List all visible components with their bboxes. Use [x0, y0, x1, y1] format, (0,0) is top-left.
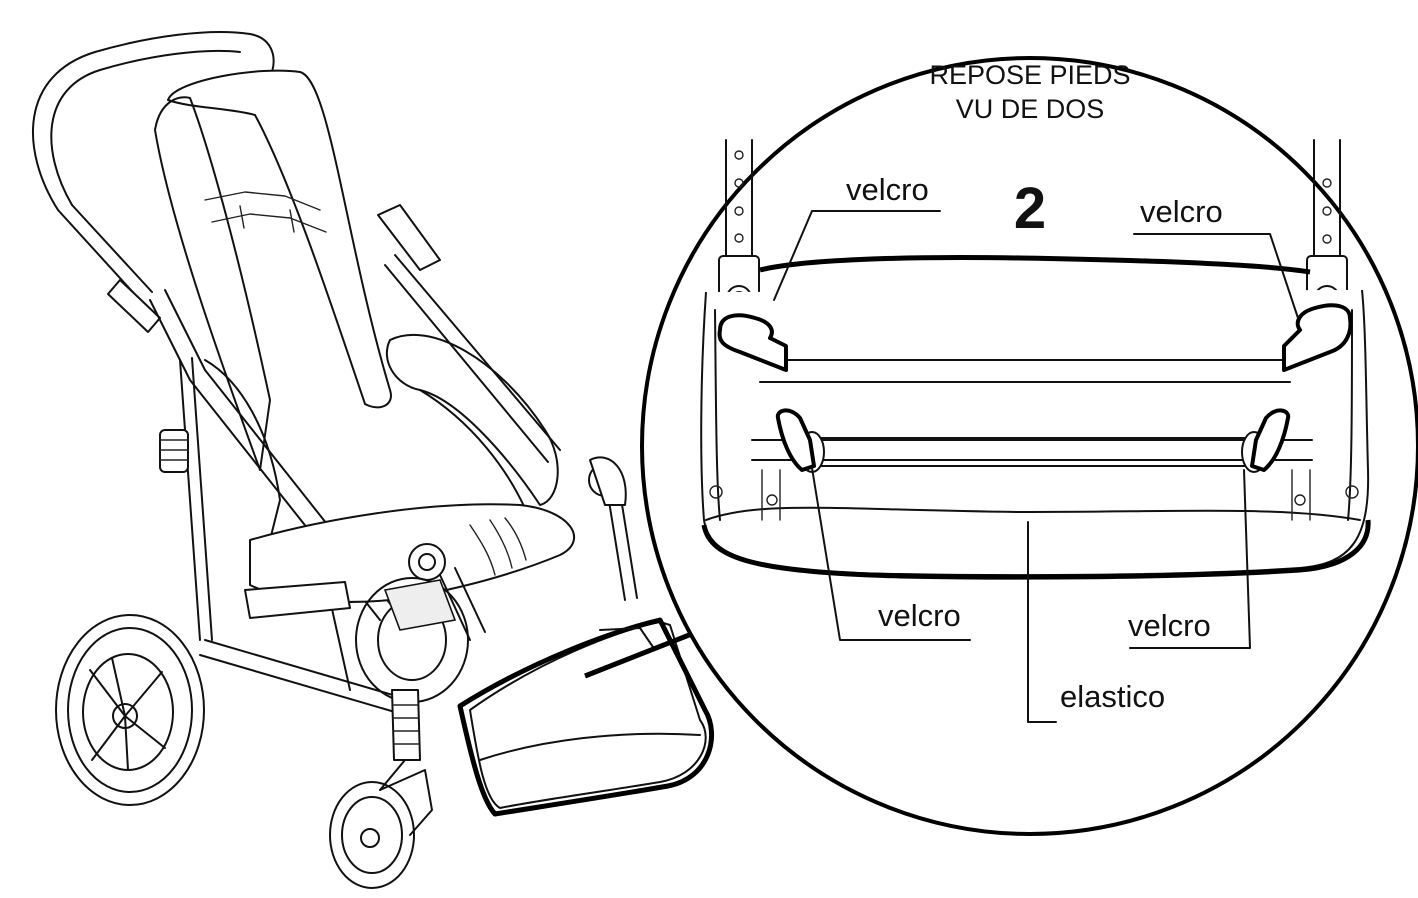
detail-title-line1: REPOSE PIEDS [929, 60, 1130, 90]
footrest-leg [408, 456, 638, 641]
seat-back-cushion [154, 69, 392, 541]
hinges [709, 469, 1359, 521]
detail-title-line2: VU DE DOS [956, 94, 1105, 124]
upper-tube [759, 359, 1291, 383]
detail-view: REPOSE PIEDS VU DE DOS 2 [640, 56, 1418, 836]
footrest [457, 617, 715, 817]
rear-wheel [55, 614, 205, 806]
upper-velcro-straps [717, 303, 1353, 372]
velcro-label-top-left: velcro [846, 172, 929, 207]
step-number: 2 [1014, 176, 1046, 241]
stroller-drawing [32, 31, 715, 889]
push-handle [32, 31, 275, 333]
leader-lines [773, 210, 1299, 723]
front-frame [149, 289, 411, 716]
velcro-label-bottom-left: velcro [878, 598, 961, 633]
front-caster [329, 689, 433, 889]
mid-wheel [355, 577, 469, 703]
lower-velcro-straps [775, 408, 1291, 472]
elastic-label: elastico [1060, 679, 1165, 714]
velcro-label-top-right: velcro [1140, 194, 1223, 229]
footplate-rear [700, 255, 1371, 580]
velcro-label-bottom-right: velcro [1128, 608, 1211, 643]
side-support [377, 204, 561, 521]
